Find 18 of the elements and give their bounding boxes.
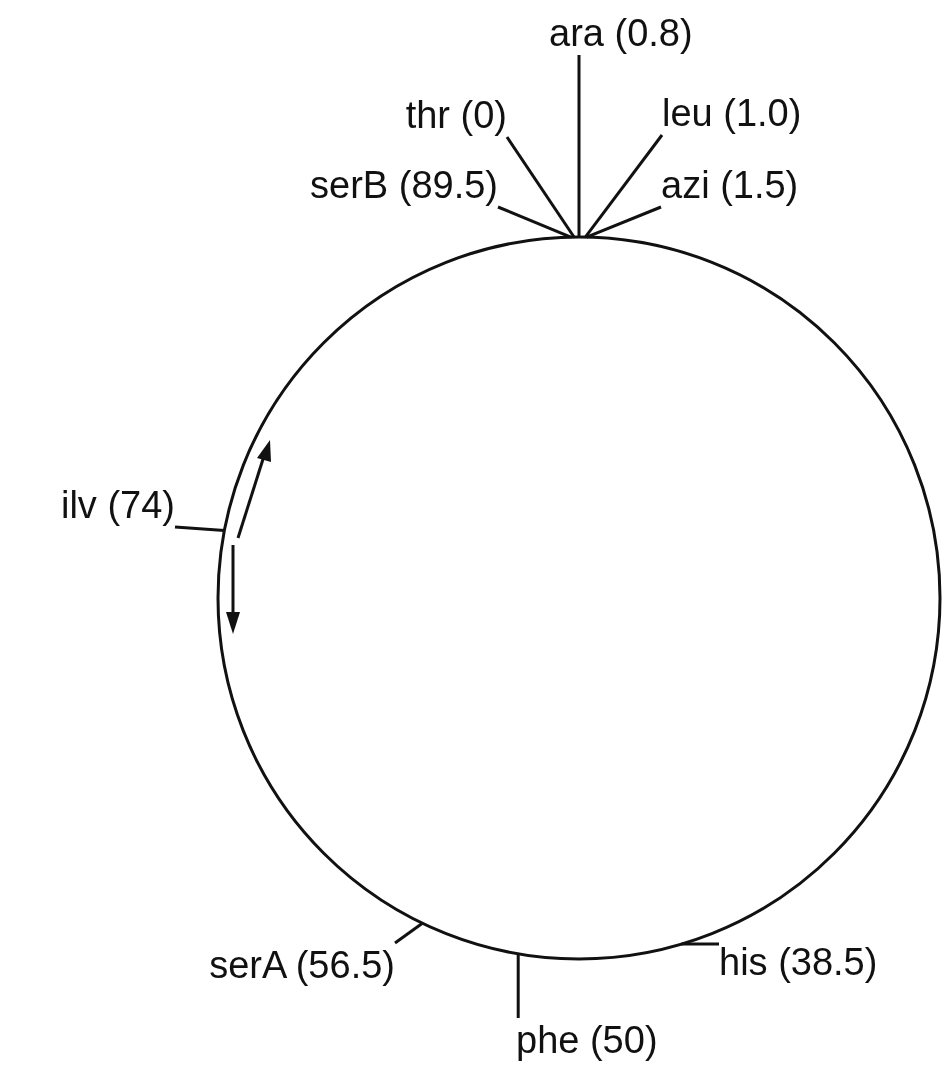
gene-label: ilv (74): [60, 483, 175, 527]
gene-label: his (38.5): [719, 940, 878, 984]
gene-label: serB (89.5): [310, 163, 498, 207]
gene-label: leu (1.0): [662, 91, 802, 135]
leader-line: [577, 55, 581, 237]
leader-line: [516, 953, 520, 1018]
leader-line: [584, 134, 664, 238]
gene-label: azi (1.5): [661, 163, 799, 207]
gene-label: serA (56.5): [209, 943, 395, 987]
leader-line: [681, 942, 719, 946]
leader-line: [497, 205, 572, 239]
gene-label: ara (0.8): [549, 11, 693, 55]
gene-label: phe (50): [516, 1018, 658, 1062]
leader-line: [586, 205, 662, 239]
gene-label: thr (0): [405, 93, 507, 137]
leader-line: [505, 136, 576, 238]
leader-line: [174, 525, 225, 532]
leader-line: [394, 922, 424, 945]
